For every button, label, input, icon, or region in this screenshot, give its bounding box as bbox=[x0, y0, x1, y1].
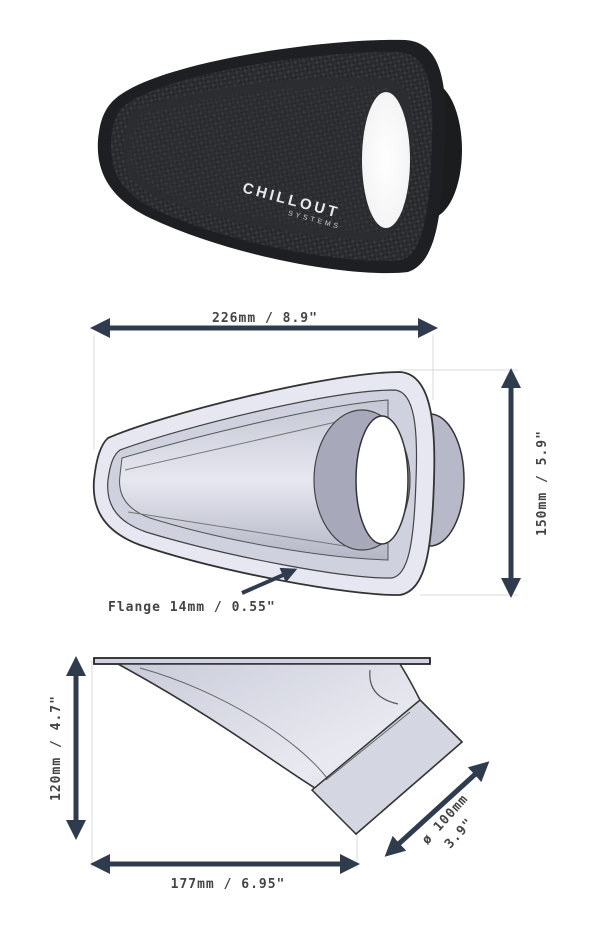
side-height-label: 120mm / 4.7" bbox=[49, 695, 64, 801]
height-label: 150mm / 5.9" bbox=[535, 430, 550, 536]
flange-label: Flange 14mm / 0.55" bbox=[108, 600, 276, 615]
width-label: 226mm / 8.9" bbox=[212, 311, 318, 326]
flange-callout-arrow bbox=[241, 567, 298, 595]
recess-body bbox=[119, 399, 389, 561]
product-photo: CHILLOUT SYSTEMS bbox=[97, 39, 462, 274]
intake-opening bbox=[362, 92, 410, 228]
side-length-label: 177mm / 6.95" bbox=[171, 877, 286, 892]
top-view-drawing: 226mm / 8.9" 150mm / 5.9" Flange 14mm / … bbox=[90, 311, 550, 615]
flange-plate bbox=[93, 657, 431, 665]
side-view-drawing: 120mm / 4.7" 177mm / 6.95" ø 100mm 3.9" bbox=[49, 656, 490, 892]
diameter-arrow bbox=[384, 761, 490, 857]
tube-opening bbox=[355, 415, 409, 545]
